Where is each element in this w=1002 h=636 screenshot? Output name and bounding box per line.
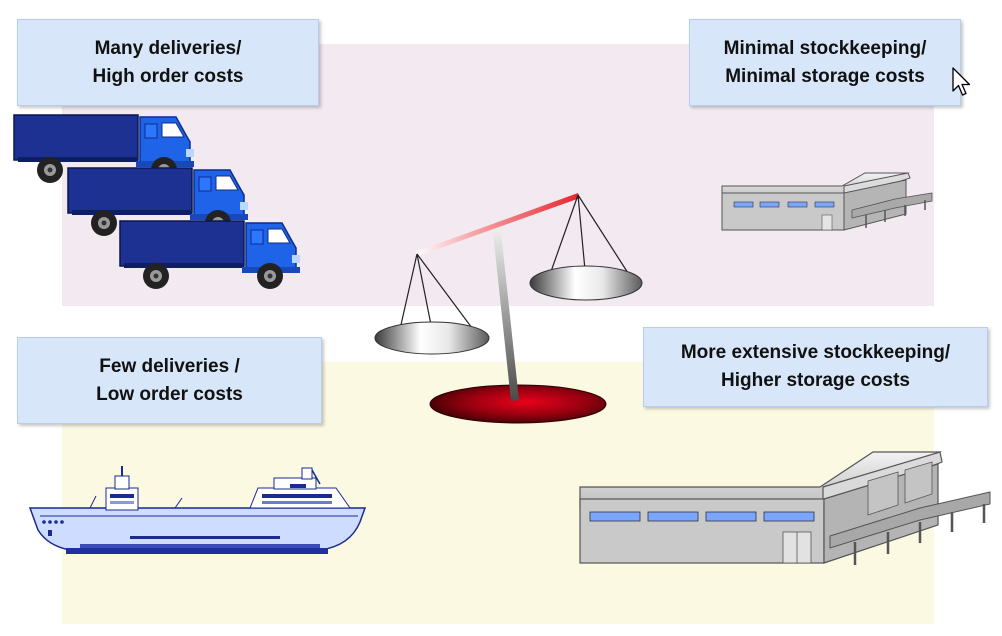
few-deliveries-label: Few deliveries / Low order costs: [17, 337, 322, 424]
small-warehouse-icon: [721, 172, 933, 231]
many-deliveries-label: Many deliveries/ High order costs: [17, 19, 319, 106]
extensive-stockkeeping-line2: Higher storage costs: [721, 370, 910, 391]
extensive-stockkeeping-line1: More extensive stockkeeping/: [680, 342, 951, 363]
minimal-stockkeeping-line1: Minimal stockkeeping/: [723, 37, 927, 59]
large-warehouse-icon: [579, 451, 991, 565]
few-deliveries-line2: Low order costs: [96, 383, 243, 405]
balance-scale-icon: [374, 193, 643, 424]
many-deliveries-line2: High order costs: [92, 65, 244, 87]
ship-icon: [28, 466, 367, 554]
extensive-stockkeeping-label: More extensive stockkeeping/ Higher stor…: [643, 327, 988, 407]
minimal-stockkeeping-line2: Minimal storage costs: [725, 65, 925, 87]
many-deliveries-line1: Many deliveries/: [94, 37, 242, 59]
few-deliveries-line1: Few deliveries /: [99, 355, 240, 377]
minimal-stockkeeping-label: Minimal stockkeeping/ Minimal storage co…: [689, 19, 961, 106]
mouse-cursor-icon: [952, 67, 971, 96]
